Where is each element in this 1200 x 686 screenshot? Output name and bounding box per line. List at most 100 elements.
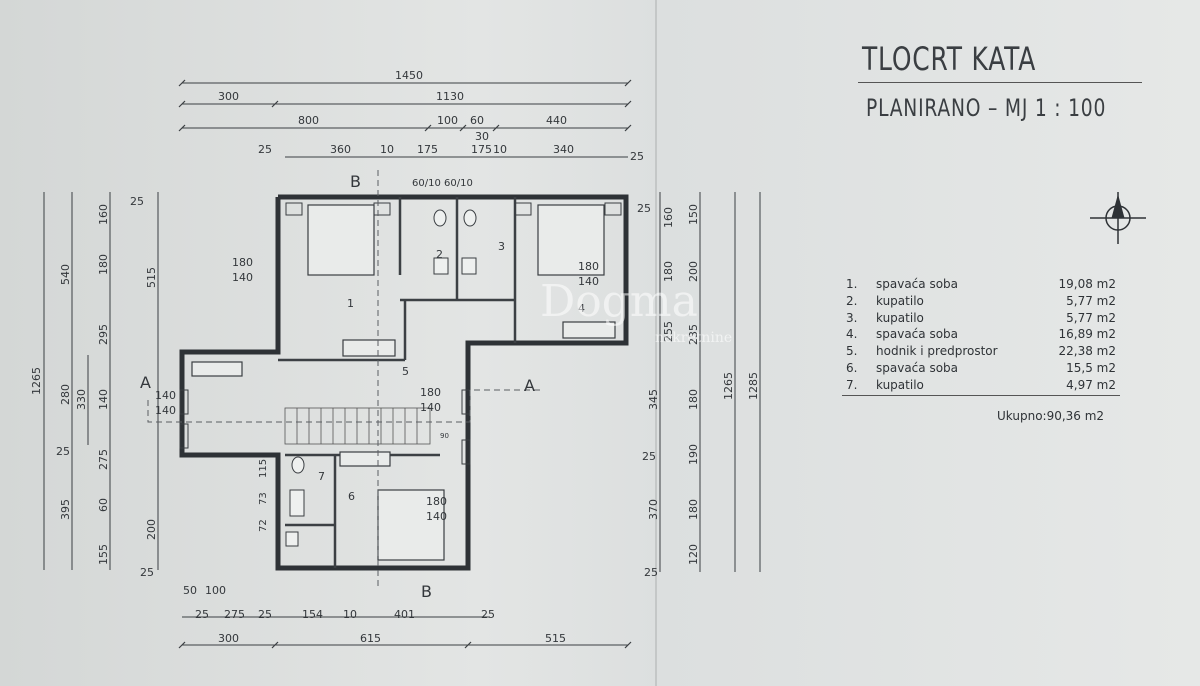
dim-label: 360 [330, 143, 351, 156]
dim-label: 540 [59, 264, 72, 285]
dim-label: 72 [258, 519, 269, 532]
watermark-subtitle: nekretnine [655, 330, 733, 346]
dim-label: 60 [97, 498, 110, 512]
room-number: 6 [348, 490, 355, 503]
opening-width: 180 [426, 495, 447, 508]
top-dimension-text: 1450 300 1130 800 100 60 30 440 25 360 1… [218, 69, 644, 163]
legend-row: 5. hodnik i predprostor 22,38 m2 [846, 343, 1116, 360]
furniture-beds [307, 204, 605, 561]
opening-height: 140 [578, 275, 599, 288]
dim-label: 150 [687, 204, 700, 225]
dim-label: 275 [224, 608, 245, 621]
dim-label: 275 [97, 449, 110, 470]
legend-room-area: 16,89 m2 [1058, 327, 1117, 342]
left-dimension-text: 1265 540 280 395 160 180 295 140 275 60 … [30, 195, 158, 579]
dim-label: 25 [637, 202, 651, 215]
dim-label: 300 [218, 632, 239, 645]
dim-label: 180 [687, 499, 700, 520]
dim-label: 180 [662, 261, 675, 282]
section-mark-a: A [140, 373, 151, 392]
stair [284, 407, 431, 445]
legend-room-area: 5,77 m2 [1066, 310, 1116, 325]
dim-label: 100 [205, 584, 226, 597]
dim-label: 175 [471, 143, 492, 156]
section-lines [147, 170, 540, 590]
bottom-dimension-text: 50 100 25 275 25 154 10 401 25 300 615 5… [183, 584, 566, 645]
room-legend: 1. spavaća soba 19,08 m2 2. kupatilo 5,7… [846, 276, 1116, 394]
dim-label: 60 [470, 114, 484, 127]
legend-number: 6. [846, 360, 858, 375]
drawing-title: TLOCRT KATA [862, 40, 1037, 78]
dim-label: 25 [258, 608, 272, 621]
bath-fixtures [285, 209, 477, 547]
dim-label: 1265 [722, 372, 735, 400]
room-number: 4 [578, 302, 585, 315]
legend-row: 3. kupatilo 5,77 m2 [846, 310, 1116, 327]
opening-width: 140 [155, 389, 176, 402]
dim-label: 25 [140, 566, 154, 579]
dim-label: 370 [647, 499, 660, 520]
paper-fold [655, 0, 657, 686]
dim-label: 25 [644, 566, 658, 579]
room-number: 7 [318, 470, 325, 483]
section-mark-a: A [524, 376, 535, 395]
dim-label: 330 [75, 389, 88, 410]
dim-label: 140 [97, 389, 110, 410]
opening-width: 180 [232, 256, 253, 269]
legend-room-area: 19,08 m2 [1058, 277, 1117, 291]
stair-label: 90 [440, 432, 449, 440]
legend-room-area: 22,38 m2 [1058, 344, 1117, 359]
dim-label: 25 [195, 608, 209, 621]
right-dimension-lines [659, 192, 761, 572]
legend-number: 4. [846, 327, 858, 342]
opening-height: 140 [426, 510, 447, 523]
legend-room-name: kupatilo [876, 310, 924, 325]
dim-label: 200 [145, 519, 158, 540]
legend-row: 1. spavaća soba 19,08 m2 [846, 276, 1116, 293]
dim-label: 73 [258, 492, 269, 505]
legend-room-name: spavaća soba [876, 277, 959, 291]
legend-room-area: 5,77 m2 [1066, 293, 1116, 308]
dim-label: 190 [687, 444, 700, 465]
room-number: 3 [498, 240, 505, 253]
section-mark-b: B [350, 172, 361, 191]
dim-label: 10 [380, 143, 394, 156]
watermark-logo: Dogma [540, 276, 698, 327]
legend-number: 2. [846, 293, 858, 308]
windows [179, 202, 622, 465]
opening-width: 180 [578, 260, 599, 273]
dim-label: 115 [258, 459, 269, 478]
dim-label: 25 [481, 608, 495, 621]
dim-label: 395 [59, 499, 72, 520]
dim-label: 345 [647, 389, 660, 410]
drawing-subtitle: PLANIRANO – MJ 1 : 100 [866, 94, 1107, 122]
north-arrow-icon [1090, 192, 1146, 244]
dim-label: 25 [130, 195, 144, 208]
dim-label: 160 [97, 204, 110, 225]
opening-height: 140 [155, 404, 176, 417]
dim-label: 160 [662, 207, 675, 228]
legend-row: 4. spavaća soba 16,89 m2 [846, 326, 1116, 343]
dim-label: 155 [97, 544, 110, 565]
dim-label: 10 [493, 143, 507, 156]
title-underline [858, 82, 1142, 83]
opening-height: 140 [420, 401, 441, 414]
dim-label: 100 [437, 114, 458, 127]
dim-label: 1265 [30, 367, 43, 395]
dim-label: 515 [545, 632, 566, 645]
exterior-walls [179, 194, 629, 571]
section-mark-b: B [421, 582, 432, 601]
dimension-ticks [178, 79, 632, 649]
legend-room-name: hodnik i predprostor [876, 344, 998, 359]
top-dimension-lines [182, 82, 628, 646]
dim-label: 25 [258, 143, 272, 156]
dim-label: 440 [546, 114, 567, 127]
opening-height: 140 [232, 271, 253, 284]
dim-label: 25 [642, 450, 656, 463]
legend-room-name: spavaća soba [876, 327, 959, 342]
dim-label: 800 [298, 114, 319, 127]
opening-width: 180 [420, 386, 441, 399]
legend-number: 5. [846, 344, 858, 359]
legend-room-name: spavaća soba [876, 360, 959, 375]
